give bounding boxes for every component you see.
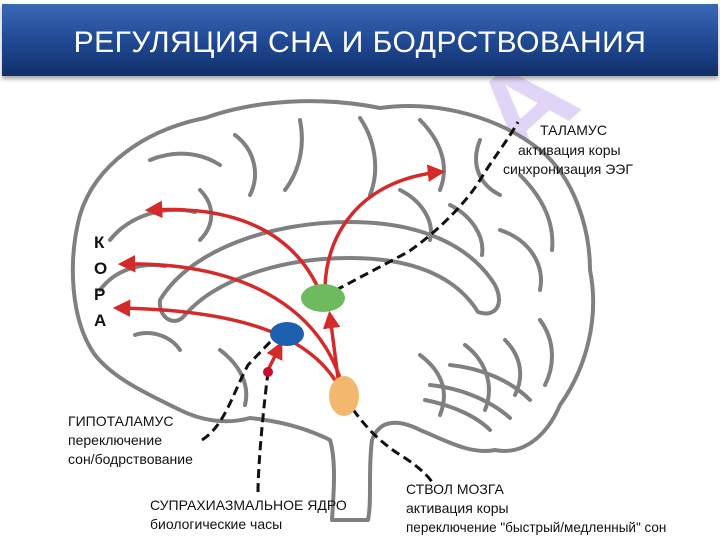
scn-name: СУПРАХИАЗМАЛЬНОЕ ЯДРО (150, 497, 347, 513)
thalamus-line2: синхронизация ЭЭГ (503, 161, 633, 177)
brainstem-line2: переключение "быстрый/медленный" сон (406, 520, 667, 535)
scn-line1: биологические часы (150, 516, 283, 532)
brainstem-nucleus (329, 376, 359, 416)
projection-arrows (112, 164, 446, 382)
thalamus-name: ТАЛАМУС (540, 122, 607, 138)
arrow-brainstem-to-thalamus (322, 310, 341, 380)
thalamus-leader (322, 121, 520, 299)
scn-nucleus (263, 367, 273, 377)
hypothalamus-line2: сон/бодрствование (68, 451, 193, 467)
brainstem-name: СТВОЛ МОЗГА (406, 481, 504, 497)
thalamus-line1: активация коры (518, 142, 621, 158)
cortex-letter-4: А (94, 311, 107, 330)
scn-leader (256, 371, 270, 493)
hypothalamus-leader (201, 338, 274, 442)
arrow-scn-to-hypothalamus (266, 341, 283, 372)
thalamus-nucleus (301, 284, 345, 312)
brainstem-leader (343, 397, 434, 483)
hypothalamus-name: ГИПОТАЛАМУС (68, 413, 174, 429)
hypothalamus-line1: переключение (68, 432, 163, 448)
cortex-letter-2: О (94, 259, 108, 278)
arrow-to-thalamus-cortex (323, 164, 446, 292)
arrow-to-frontal-cortex-middle (117, 255, 342, 380)
brainstem-line1: активация коры (406, 500, 509, 516)
header-bar: РЕГУЛЯЦИЯ СНА И БОДРСТВОВАНИЯ (2, 4, 718, 76)
arrow-to-frontal-cortex-lower (112, 299, 337, 382)
page-title: РЕГУЛЯЦИЯ СНА И БОДРСТВОВАНИЯ (73, 26, 647, 59)
cortex-letter-1: К (94, 233, 105, 252)
cortex-letter-3: Р (94, 285, 106, 304)
hypothalamus-nucleus (270, 322, 304, 346)
leader-lines (201, 121, 520, 493)
arrow-to-frontal-cortex-upper (144, 200, 322, 294)
